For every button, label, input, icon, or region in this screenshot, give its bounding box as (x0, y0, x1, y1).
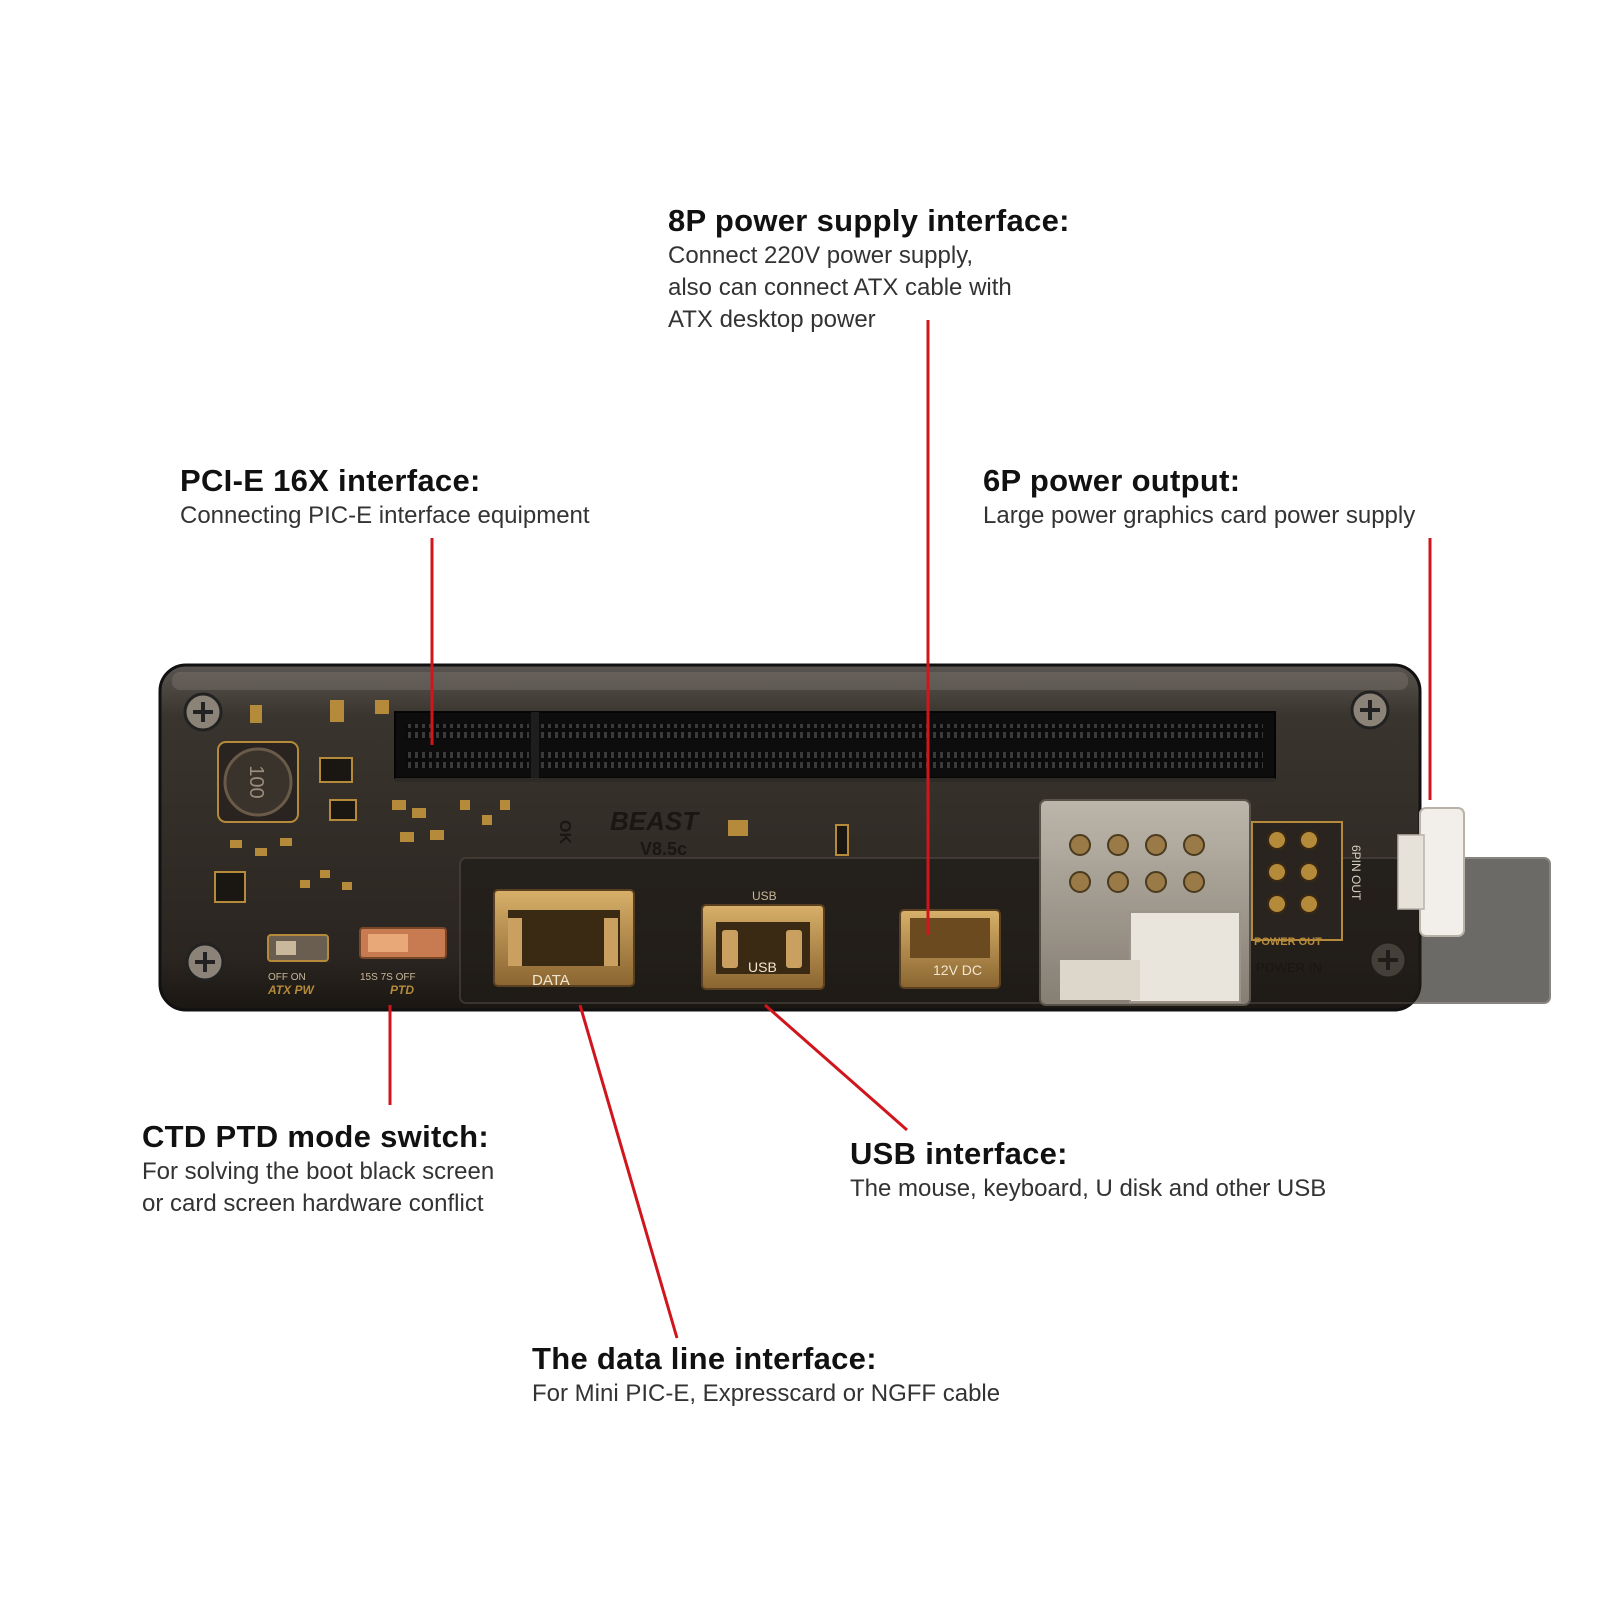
leader-line-data (578, 1004, 679, 1339)
power-out-label: POWER OUT (1254, 936, 1322, 948)
annotation-title: USB interface: (850, 1136, 1068, 1171)
case-top-edge (172, 672, 1408, 690)
version-label: V8.5c (640, 839, 687, 859)
annotation-title: 8P power supply interface: (668, 203, 1070, 238)
ptd-switch: 15S 7S OFF PTD (359, 927, 447, 997)
usb-port-label: USB (748, 959, 777, 975)
annotation-data-line-interface: The data line interface: For Mini PIC-E,… (532, 1340, 1000, 1410)
annotation-line: also can connect ATX cable with (668, 274, 1012, 301)
annotation-usb-interface: USB interface: The mouse, keyboard, U di… (850, 1135, 1326, 1205)
annotation-line: Connecting PIC-E interface equipment (180, 502, 590, 529)
annotation-title: CTD PTD mode switch: (142, 1119, 490, 1154)
power-in-label: POWER IN (1256, 960, 1322, 975)
annotation-6p-power-output: 6P power output: Large power graphics ca… (983, 462, 1415, 532)
ptd-label: PTD (390, 983, 414, 997)
power-out-connector: POWER OUT 6PIN OUT (1251, 807, 1465, 948)
annotation-line: ATX desktop power (668, 306, 876, 333)
leader-lines (388, 320, 1432, 1339)
annotation-pcie-16x: PCI-E 16X interface: Connecting PIC-E in… (180, 462, 590, 532)
screw-icon (185, 942, 225, 982)
dc-jack-label: 12V DC (933, 962, 982, 978)
dc-jack: 12V DC (899, 909, 1001, 989)
annotation-ctd-ptd-switch: CTD PTD mode switch: For solving the boo… (142, 1118, 494, 1220)
atx-states-label: OFF ON (268, 972, 306, 983)
annotation-line: Connect 220V power supply, (668, 242, 974, 269)
annotation-title: 6P power output: (983, 463, 1241, 498)
data-port: DATA (493, 889, 635, 989)
annotation-line: For Mini PIC-E, Expresscard or NGFF cabl… (532, 1380, 1001, 1407)
atx-pw-label: ATX PW (267, 983, 315, 997)
board: 100 (158, 663, 1551, 1012)
inductor-marking: 100 (245, 765, 267, 798)
leader-line-usb (764, 1003, 908, 1132)
screw-icon (1350, 690, 1390, 730)
annotation-line: Large power graphics card power supply (983, 502, 1416, 529)
ok-label: OK (556, 820, 573, 844)
screw-icon (183, 692, 223, 732)
usb-top-label: USB (752, 889, 777, 903)
atx-pw-switch: OFF ON ATX PW (267, 934, 329, 997)
annotation-line: or card screen hardware conflict (142, 1190, 484, 1217)
inductor-icon: 100 (217, 741, 299, 823)
data-port-label: DATA (532, 972, 570, 989)
six-pin-out-label: 6PIN OUT (1349, 845, 1363, 901)
power-in-connector: POWER IN (1039, 799, 1322, 1006)
ptd-states-label: 15S 7S OFF (360, 972, 416, 983)
annotation-line: For solving the boot black screen (142, 1158, 495, 1185)
brand-label: BEAST (610, 806, 700, 836)
usb-port: USB USB (701, 889, 825, 990)
pcie-x16-slot (394, 711, 1276, 782)
annotation-line: The mouse, keyboard, U disk and other US… (850, 1175, 1327, 1202)
annotation-8p-power: 8P power supply interface: Connect 220V … (668, 202, 1070, 336)
annotation-title: PCI-E 16X interface: (180, 463, 481, 498)
annotation-title: The data line interface: (532, 1341, 877, 1376)
